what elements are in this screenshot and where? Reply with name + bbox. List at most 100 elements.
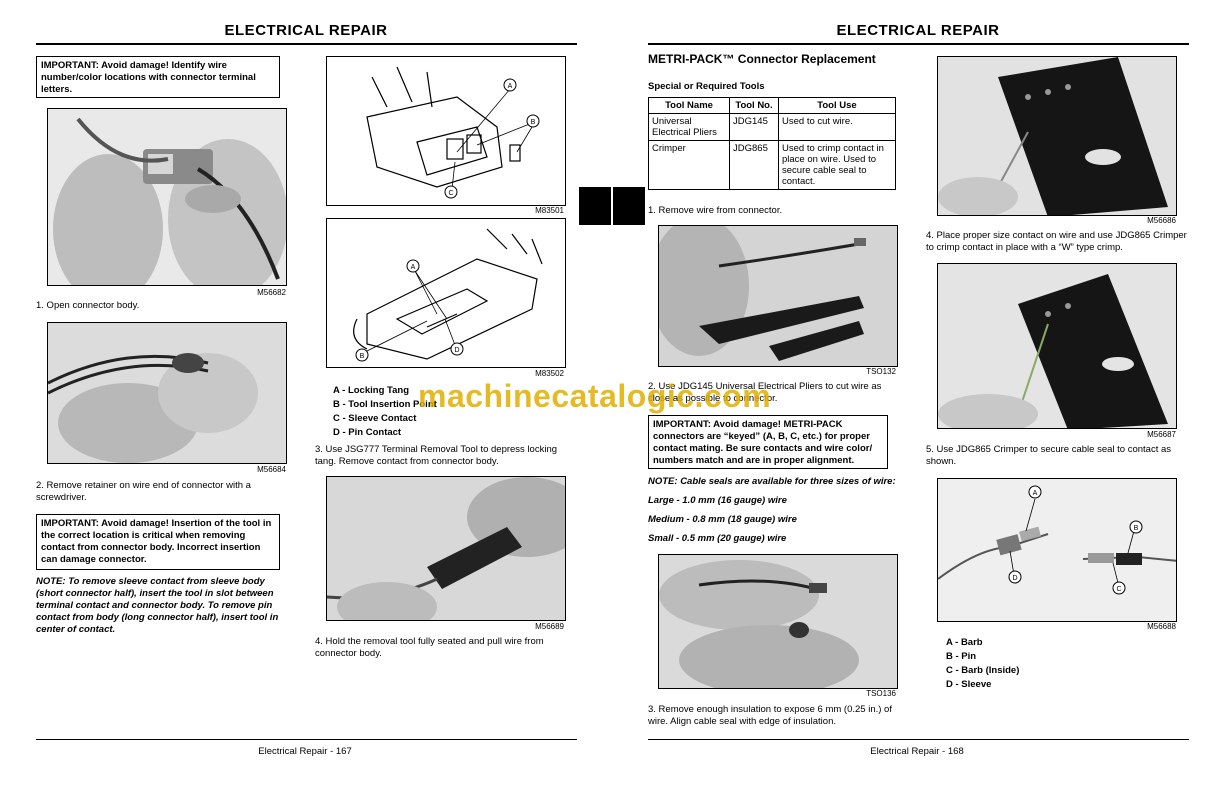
callout-b2-marker [355,348,369,362]
fig1-code: M56682 [257,288,286,297]
callout-d2-label: D [454,347,459,354]
right-step-1: 1. Remove wire from connector. [648,205,783,216]
callout-d-label: D [1012,575,1017,582]
photo-remove-wire-illustration [659,226,897,366]
section-title: METRI-PACK™ Connector Replacement [648,52,876,66]
left-legend: A - Locking Tang B - Tool Insertion Poin… [333,384,563,440]
callout-a-label: A [1033,490,1038,497]
right-important: IMPORTANT: Avoid damage! METRI-PACK conn… [648,415,888,469]
diagram-connector-1-illustration: A B C [366,66,540,199]
size-small: Small - 0.5 mm (20 gauge) wire [648,533,787,544]
callout-a-marker [503,78,517,92]
photo-open-connector [47,108,287,286]
section-tab-left [579,187,611,225]
right-step-4: 4. Place proper size contact on wire and… [926,230,1187,253]
right-footer: Electrical Repair - 168 [870,746,964,757]
diagram-connector-2: A B D [326,218,566,368]
photo-removal-tool [326,476,566,621]
right-fig4-code: M56687 [1147,430,1176,439]
callout-a-label: A [508,83,513,90]
table-cell: Used to crimp contact in place on wire. … [778,140,896,190]
table-cell: Used to cut wire. [778,113,896,141]
callout-a2-label: A [411,264,416,271]
callout-b-label: B [1134,525,1139,532]
right-fig1-code: TSO132 [866,367,896,376]
tools-table: Tool Name Tool No. Tool Use Universal El… [648,97,896,190]
fig5-code: M56689 [535,622,564,631]
left-header-rule [36,43,577,45]
photo-cable-seal: A B C D [937,478,1177,622]
photo-crimper-2 [937,263,1177,429]
callout-b-marker [526,114,540,128]
photo-crimper-1 [937,56,1177,216]
right-footer-rule [648,739,1189,740]
tools-table-header: Tool Name Tool No. Tool Use [648,97,896,114]
size-large: Large - 1.0 mm (16 gauge) wire [648,495,787,506]
right-header-rule [648,43,1189,45]
left-page-header: ELECTRICAL REPAIR [224,22,388,39]
photo-remove-retainer [47,322,287,464]
size-medium: Medium - 0.8 mm (18 gauge) wire [648,514,797,525]
fig2-code: M56684 [257,465,286,474]
left-step-4: 4. Hold the removal tool fully seated an… [315,636,544,659]
table-cell: JDG865 [729,140,779,190]
right-page-header: ELECTRICAL REPAIR [836,22,1000,39]
legend-item-a: A - Barb [946,637,983,648]
photo-crimper-1-illustration [938,57,1176,215]
table-cell: Universal Electrical Pliers [648,113,730,141]
callout-c-marker [444,185,458,199]
callout-b-label: B [531,119,536,126]
left-important-2: IMPORTANT: Avoid damage! Insertion of th… [36,514,280,570]
left-step-3: 3. Use JSG777 Terminal Removal Tool to d… [315,444,558,467]
legend-item-a: A - Locking Tang [333,385,409,396]
table-row: Universal Electrical Pliers JDG145 Used … [648,113,896,141]
tools-col-no: Tool No. [729,97,779,114]
callout-c-marker [1112,581,1126,595]
left-step-2: 2. Remove retainer on wire end of connec… [36,480,251,503]
watermark: machinecatalogic.com [418,378,772,414]
table-row: Crimper JDG865 Used to crimp contact in … [648,140,896,190]
left-step-1: 1. Open connector body. [36,300,140,311]
photo-removal-tool-illustration [327,477,565,620]
tools-col-use: Tool Use [778,97,896,114]
section-tab-right [613,187,645,225]
right-step-3: 3. Remove enough insulation to expose 6 … [648,704,892,727]
tools-col-name: Tool Name [648,97,730,114]
photo-strip-insulation [658,554,898,689]
legend-item-d: D - Pin Contact [333,427,402,438]
right-fig2-code: TSO136 [866,689,896,698]
photo-open-connector-illustration [48,109,286,285]
legend-item-d: D - Sleeve [946,679,992,690]
table-cell: JDG145 [729,113,779,141]
photo-crimper-2-illustration [938,264,1176,428]
table-cell: Crimper [648,140,730,190]
callout-d2-marker [450,342,464,356]
right-note: NOTE: Cable seals are available for thre… [648,476,896,487]
callout-a2-marker [406,259,420,273]
callout-c-label: C [448,190,453,197]
legend-item-c: C - Barb (Inside) [946,665,1020,676]
right-legend: A - Barb B - Pin C - Barb (Inside) D - S… [946,636,1176,692]
legend-item-b: B - Pin [946,651,977,662]
fig3-code: M83501 [535,206,564,215]
tools-title: Special or Required Tools [648,81,765,92]
right-fig3-code: M56686 [1147,216,1176,225]
legend-item-b: B - Tool Insertion Point [333,399,437,410]
photo-cable-seal-illustration: A B C D [938,479,1176,621]
callout-b2-label: B [360,353,365,360]
photo-remove-retainer-illustration [48,323,286,463]
callout-a-marker [1028,485,1042,499]
photo-remove-wire [658,225,898,367]
left-note: NOTE: To remove sleeve contact from slee… [36,576,279,635]
legend-item-c: C - Sleeve Contact [333,413,417,424]
left-important-1: IMPORTANT: Avoid damage! Identify wire n… [36,56,280,98]
left-footer-rule [36,739,577,740]
photo-strip-insulation-illustration [659,555,897,688]
callout-c-label: C [1116,586,1121,593]
right-step-5: 5. Use JDG865 Crimper to secure cable se… [926,444,1172,467]
left-footer: Electrical Repair - 167 [258,746,352,757]
callout-d-marker [1008,570,1022,584]
right-fig5-code: M56688 [1147,622,1176,631]
fig4-code: M83502 [535,369,564,378]
diagram-connector-2-illustration: A B D [353,228,543,362]
